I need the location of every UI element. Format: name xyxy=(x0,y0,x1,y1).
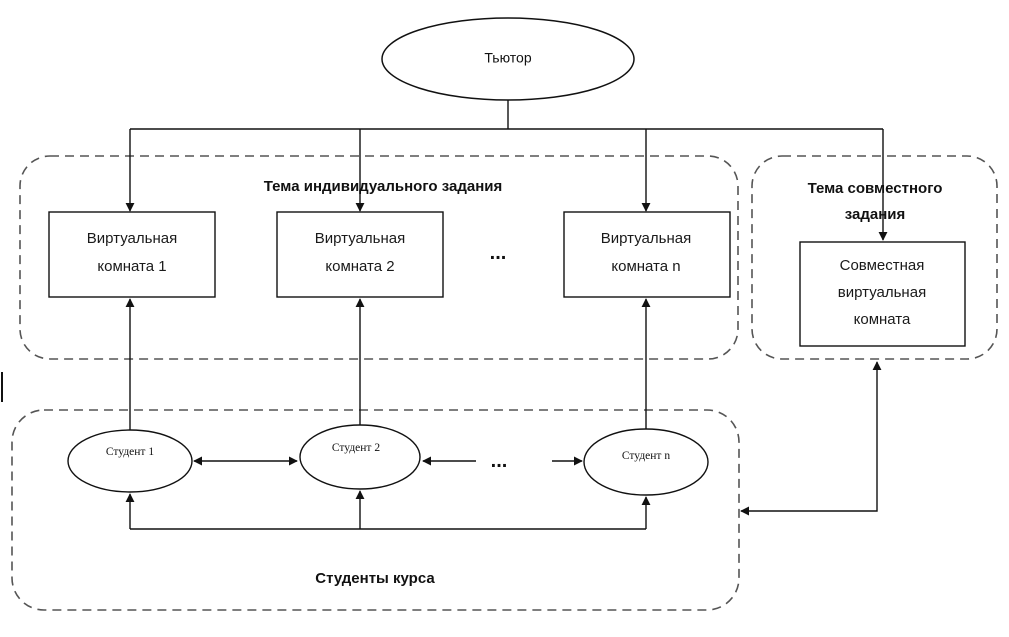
students-group xyxy=(11,409,740,611)
virtual-room-1-line1: Виртуальная xyxy=(87,230,177,247)
joint-task-title-line2: задания xyxy=(845,206,906,223)
virtual-room-n-line1: Виртуальная xyxy=(601,230,691,247)
virtual-room-n xyxy=(563,211,731,298)
joint-room-line1: Совместная xyxy=(840,257,925,274)
virtual-room-1-line2: комната 1 xyxy=(97,258,166,275)
student-2-label: Студент 2 xyxy=(332,442,380,454)
students-group-to-joint-room-arrow xyxy=(740,361,882,516)
joint-task-group xyxy=(751,155,998,360)
student-n-label: Студент n xyxy=(622,450,670,462)
tutor-label: Тьютор xyxy=(484,50,531,66)
student-1-node xyxy=(67,429,193,493)
virtual-room-2-line2: комната 2 xyxy=(325,258,394,275)
student-n-node xyxy=(583,428,709,496)
virtual-room-2 xyxy=(276,211,444,298)
individual-task-title: Тема индивидуального задания xyxy=(264,178,502,195)
students-ellipsis: ... xyxy=(491,450,508,472)
student-2-node xyxy=(299,424,421,490)
individual-task-group xyxy=(19,155,739,360)
virtual-room-n-line2: комната n xyxy=(611,258,680,275)
joint-room-line3: комната xyxy=(854,311,911,328)
virtual-room-2-line1: Виртуальная xyxy=(315,230,405,247)
students-group-title: Студенты курса xyxy=(315,570,435,587)
student-1-label: Студент 1 xyxy=(106,446,154,458)
virtual-room-1 xyxy=(48,211,216,298)
joint-room-line2: виртуальная xyxy=(838,284,926,301)
joint-task-title-line1: Тема совместного xyxy=(808,180,943,197)
rooms-ellipsis: ... xyxy=(490,242,507,264)
joint-virtual-room xyxy=(799,241,966,347)
